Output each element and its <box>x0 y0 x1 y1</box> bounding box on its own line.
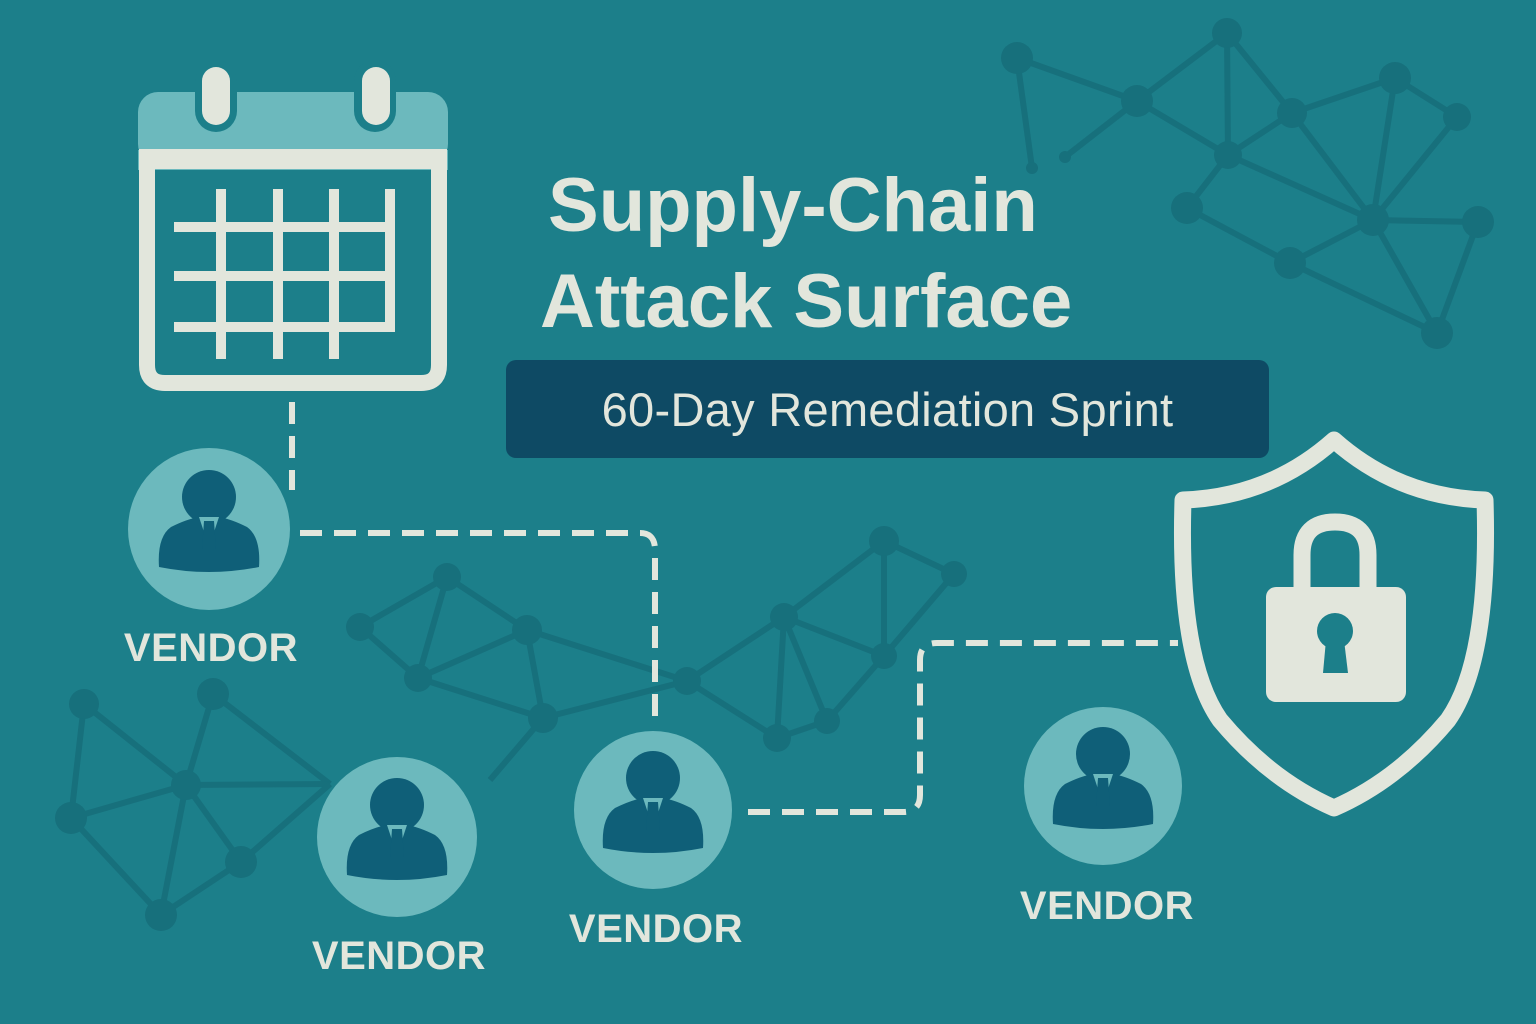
vendor-4-label: VENDOR <box>1019 884 1195 928</box>
title-line-2: Attack Surface <box>540 259 1073 344</box>
vendor-1-label: VENDOR <box>123 626 299 670</box>
badge-label: 60-Day Remediation Sprint <box>601 382 1174 436</box>
vendor-3-label: VENDOR <box>568 907 744 951</box>
connector-vendor-3-to-shield <box>748 640 1178 815</box>
vendor-2-label: VENDOR <box>311 934 487 978</box>
page-title: Supply-Chain Attack Surface <box>540 158 1072 350</box>
connector-vendor-1-to-vendor-3 <box>300 530 658 722</box>
title-line-1: Supply-Chain <box>548 163 1038 248</box>
remediation-sprint-badge: 60-Day Remediation Sprint <box>506 360 1269 458</box>
